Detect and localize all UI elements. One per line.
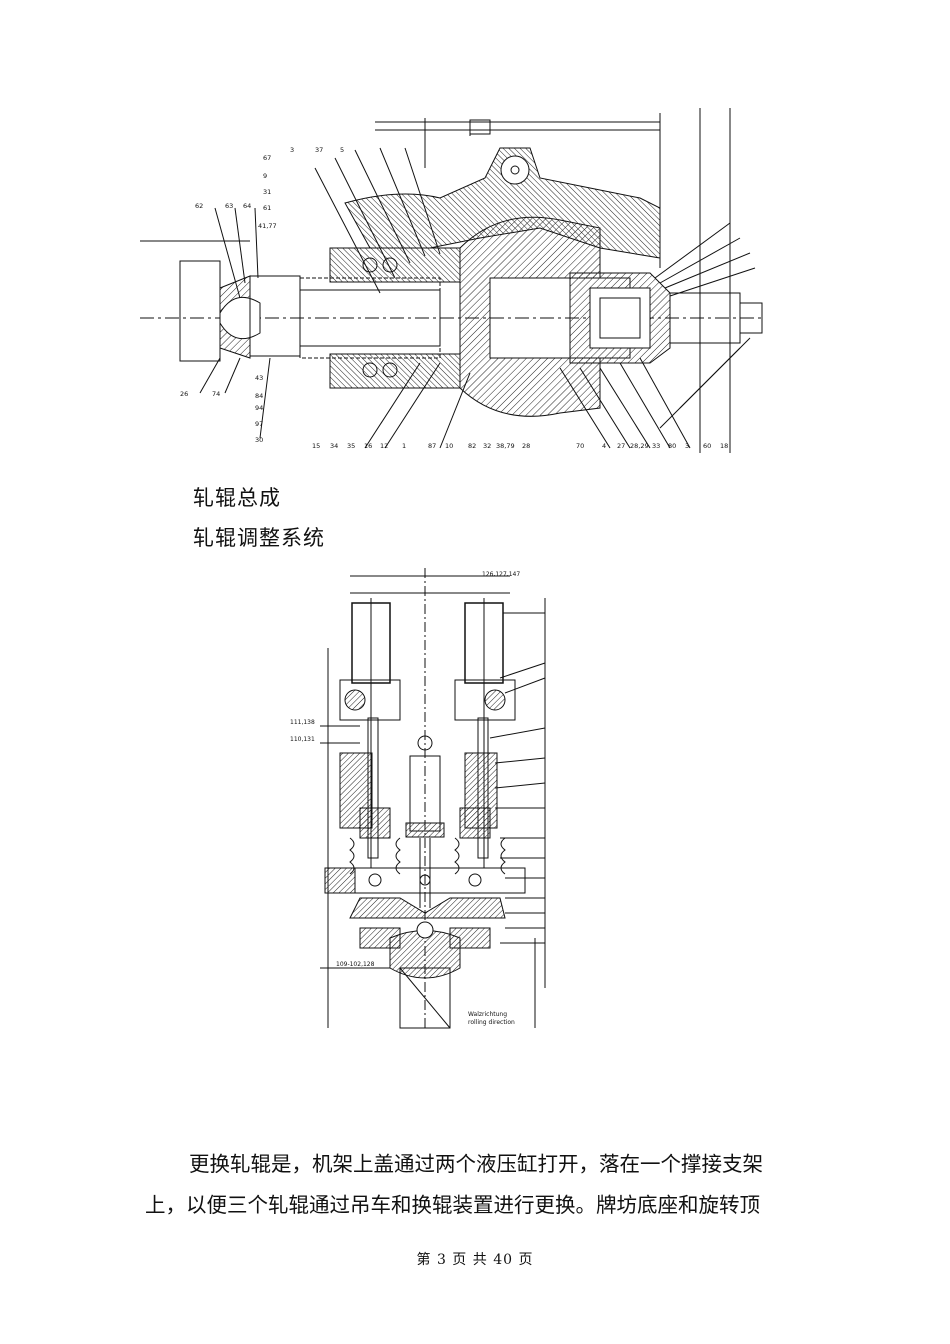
callout-87: 87 bbox=[428, 442, 436, 450]
callout-28-29: 28,29 bbox=[630, 442, 649, 450]
callout-3: 3 bbox=[290, 146, 294, 154]
callout-1: 1 bbox=[402, 442, 406, 450]
body-line-2: 上，以便三个轧辊通过吊车和换辊装置进行更换。牌坊底座和旋转顶 bbox=[145, 1193, 760, 1217]
caption-roll-assembly: 轧辊总成 bbox=[193, 486, 281, 510]
callout-94: 94 bbox=[255, 404, 263, 412]
callout-33: 33 bbox=[652, 442, 660, 450]
body-line-1: 更换轧辊是，机架上盖通过两个液压缸打开，落在一个撑接支架 bbox=[189, 1152, 763, 1176]
callout-26: 26 bbox=[180, 390, 188, 398]
label-109-102-128: 109-102,128 bbox=[336, 961, 375, 968]
callout-32: 32 bbox=[483, 442, 491, 450]
callout-3b: 3 bbox=[685, 442, 689, 450]
callout-97: 97 bbox=[255, 420, 263, 428]
body-paragraph: 更换轧辊是，机架上盖通过两个液压缸打开，落在一个撑接支架 上，以便三个轧辊通过吊… bbox=[145, 1144, 813, 1226]
callout-38-79: 38,79 bbox=[496, 442, 515, 450]
roll-adjustment-drawing: 126,127,147 111,138 110,131 109-102,128 … bbox=[290, 568, 546, 1029]
callout-16: 16 bbox=[364, 442, 372, 450]
callout-67: 67 bbox=[263, 154, 271, 162]
callout-62: 62 bbox=[195, 202, 203, 210]
callout-28: 28 bbox=[522, 442, 530, 450]
callout-34: 34 bbox=[330, 442, 338, 450]
label-111-138: 111,138 bbox=[290, 719, 315, 726]
label-126-127-147: 126,127,147 bbox=[482, 571, 520, 578]
callout-27: 27 bbox=[617, 442, 625, 450]
callout-15: 15 bbox=[312, 442, 320, 450]
callout-9: 9 bbox=[263, 172, 267, 180]
note-rolling-direction: rolling direction bbox=[468, 1019, 515, 1026]
callout-4: 4 bbox=[602, 442, 606, 450]
callout-10: 10 bbox=[445, 442, 453, 450]
callout-30: 30 bbox=[255, 436, 263, 444]
caption-roll-adjustment: 轧辊调整系统 bbox=[193, 526, 325, 550]
callout-64: 64 bbox=[243, 202, 251, 210]
callout-18: 18 bbox=[720, 442, 728, 450]
label-110-131: 110,131 bbox=[290, 736, 315, 743]
callout-41-77: 41,77 bbox=[258, 222, 277, 230]
callout-84: 84 bbox=[255, 392, 263, 400]
callout-74: 74 bbox=[212, 390, 220, 398]
callout-70: 70 bbox=[576, 442, 584, 450]
callout-43: 43 bbox=[255, 374, 263, 382]
callout-60: 60 bbox=[703, 442, 711, 450]
callout-63: 63 bbox=[225, 202, 233, 210]
roll-assembly-drawing: 67 3 37 5 9 31 61 62 63 64 41,77 26 74 4… bbox=[140, 108, 765, 453]
callout-61: 61 bbox=[263, 204, 271, 212]
callout-12: 12 bbox=[380, 442, 388, 450]
callout-35: 35 bbox=[347, 442, 355, 450]
callout-37: 37 bbox=[315, 146, 323, 154]
callout-31: 31 bbox=[263, 188, 271, 196]
callout-5: 5 bbox=[340, 146, 344, 154]
note-walzrichtung: Walzrichtung bbox=[468, 1011, 507, 1018]
callout-82: 82 bbox=[468, 442, 476, 450]
page-footer: 第 3 页 共 40 页 bbox=[416, 1252, 534, 1268]
callout-80: 80 bbox=[668, 442, 676, 450]
